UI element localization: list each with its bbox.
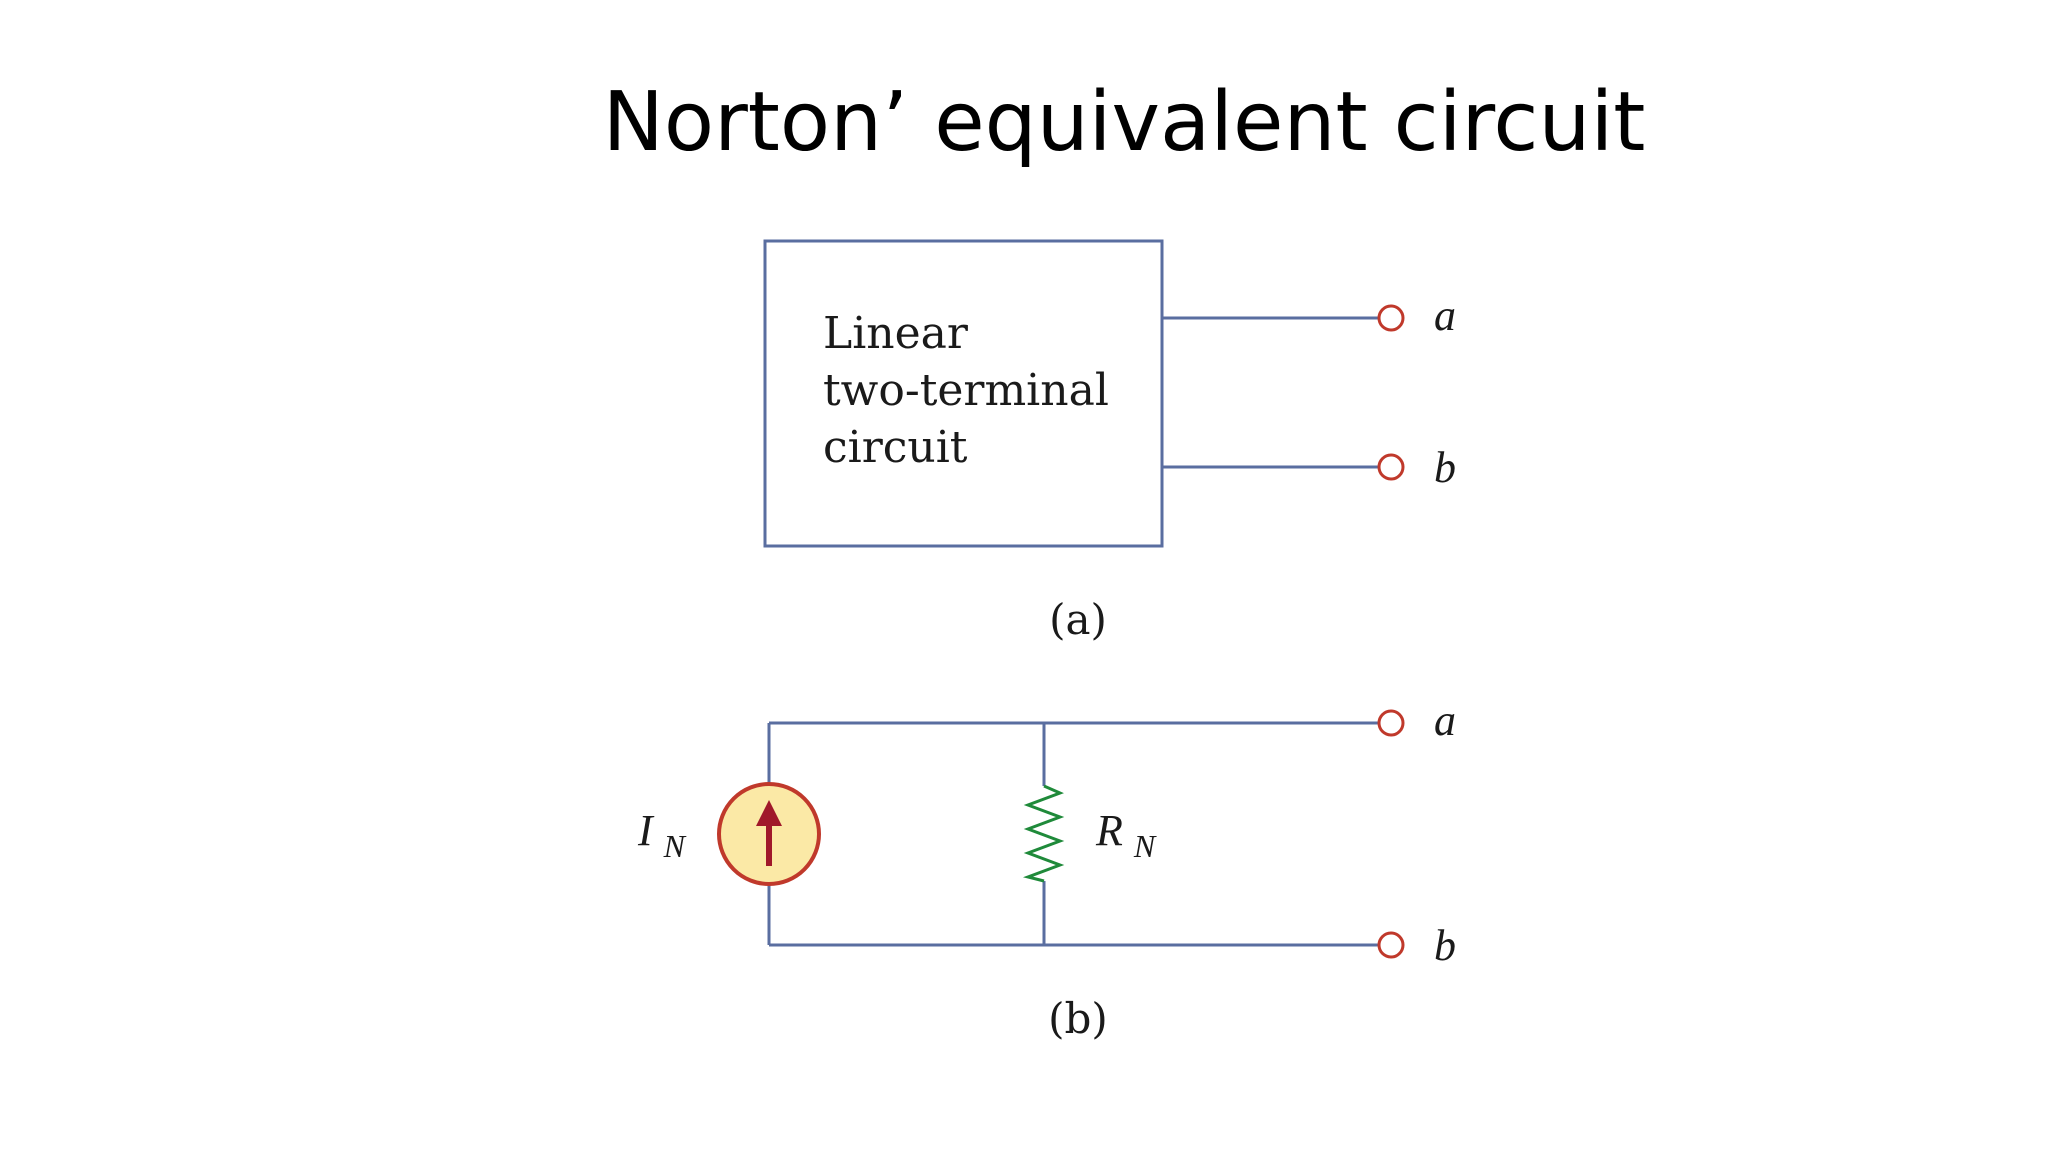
source-label-subscript: N xyxy=(663,828,687,864)
caption-a: (a) xyxy=(1049,595,1107,644)
terminal-b-node xyxy=(1377,453,1405,481)
resistor-label-main: R xyxy=(1095,806,1123,855)
terminal-a-node-b xyxy=(1377,709,1405,737)
box-label-line1: Linear xyxy=(823,308,969,359)
terminal-a-label: a xyxy=(1434,291,1456,340)
resistor-label: R N xyxy=(1095,806,1157,864)
current-arrow-head xyxy=(756,800,782,826)
terminal-a-label-b: a xyxy=(1434,696,1456,745)
terminal-b-label-b: b xyxy=(1434,921,1456,970)
resistor-label-subscript: N xyxy=(1133,828,1157,864)
source-label: I N xyxy=(637,806,687,864)
source-label-main: I xyxy=(637,806,655,855)
box-label-line2: two-terminal xyxy=(823,365,1109,416)
linear-circuit-box xyxy=(763,239,1164,548)
terminal-b-label: b xyxy=(1434,443,1456,492)
box-label-line3: circuit xyxy=(823,422,968,473)
terminal-b-node-b xyxy=(1377,931,1405,959)
resistor-symbol xyxy=(1022,784,1065,883)
slide-title: Norton’ equivalent circuit xyxy=(602,75,1646,170)
caption-b: (b) xyxy=(1048,994,1108,1043)
diagram-a: Linear two-terminal circuit a b (a) xyxy=(763,239,1456,644)
diagram-b: a b I N R N (b) xyxy=(637,696,1456,1043)
terminal-a-node xyxy=(1377,304,1405,332)
